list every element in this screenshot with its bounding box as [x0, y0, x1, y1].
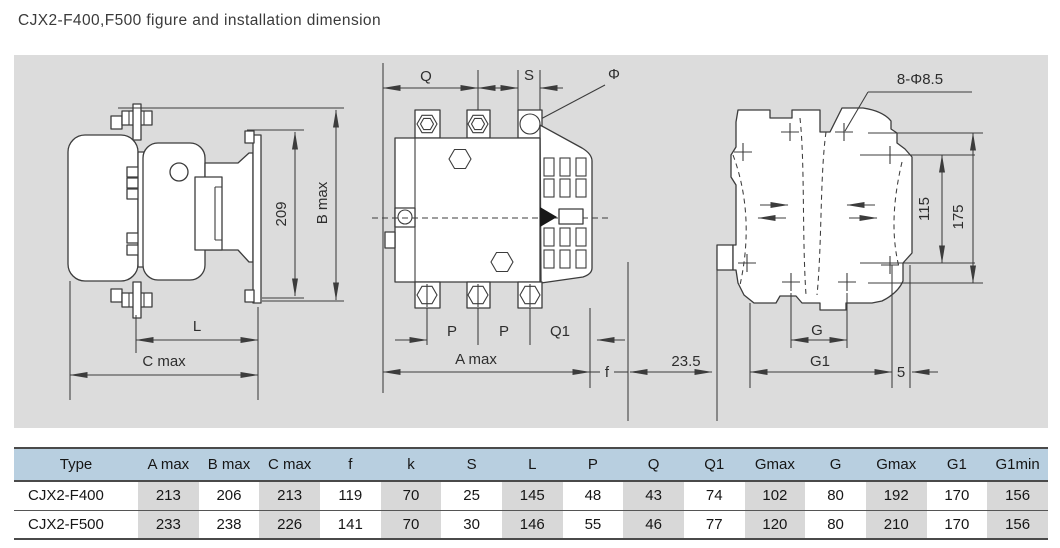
col-header-g: G: [805, 448, 866, 481]
cell-value: 238: [216, 515, 242, 533]
cell-value: 170: [944, 515, 970, 533]
cell-value: 233: [138, 510, 199, 539]
cell-value: 156: [987, 510, 1048, 539]
col-header-type: Type: [14, 448, 138, 481]
cell-value: 70: [380, 510, 442, 539]
col-header-gmax2: Gmax: [865, 448, 927, 481]
col-header-cmax: C max: [259, 448, 320, 481]
dim-label-f: f: [605, 364, 610, 381]
cell-value: 55: [584, 515, 602, 533]
dim-label-p2: P: [499, 323, 509, 340]
dim-label-phi: Φ: [608, 66, 620, 83]
col-header-k: k: [380, 448, 442, 481]
dim-label-209: 209: [273, 201, 290, 226]
technical-drawing: 209 B max L C max Q S Φ: [67, 63, 983, 421]
col-header-g1min: G1min: [987, 448, 1048, 481]
cell-type: CJX2-F400: [28, 487, 104, 505]
dimension-table: Type A max B max C max f k S L P Q Q1 Gm…: [14, 447, 1048, 540]
dim-label-a-max: A max: [455, 351, 497, 368]
cell-value: 141: [337, 515, 363, 533]
cell-value: 25: [463, 487, 480, 505]
cell-value: 119: [338, 487, 363, 505]
cell-value: 226: [259, 510, 320, 539]
cell-value: 74: [705, 487, 723, 505]
dim-label-g1: G1: [810, 353, 830, 370]
cell-value: 210: [865, 510, 927, 539]
cell-value: 30: [463, 515, 480, 533]
cell-value: 156: [987, 481, 1048, 510]
dim-label-g: G: [811, 322, 823, 339]
col-header-amax: A max: [138, 448, 199, 481]
page-title: CJX2-F400,F500 figure and installation d…: [18, 12, 381, 29]
cell-value: 213: [138, 481, 199, 510]
cell-value: 192: [865, 481, 927, 510]
dim-label-c-max: C max: [142, 353, 186, 370]
dim-label-23-5: 23.5: [671, 353, 700, 370]
cell-value: 43: [623, 481, 684, 510]
dim-label-b-max: B max: [314, 181, 331, 224]
dim-label-115: 115: [916, 197, 933, 221]
table-row: CJX2-F500 233 238 226 141 70 30 146 55 4…: [14, 510, 1048, 539]
cell-value: 70: [380, 481, 442, 510]
col-header-q: Q: [623, 448, 684, 481]
col-header-g1: G1: [926, 448, 988, 481]
table-row: CJX2-F400 213 206 213 119 70 25 145 48 4…: [14, 481, 1048, 510]
cell-value: 120: [744, 510, 806, 539]
dim-label-5: 5: [897, 364, 905, 381]
dim-label-l: L: [193, 318, 201, 335]
dim-label-175: 175: [950, 204, 967, 229]
cell-value: 206: [216, 487, 242, 505]
col-header-bmax: B max: [198, 448, 260, 481]
cell-value: 145: [501, 481, 563, 510]
col-header-q1: Q1: [683, 448, 745, 481]
col-header-l: L: [501, 448, 563, 481]
cell-value: 77: [705, 515, 723, 533]
cell-value: 80: [827, 515, 844, 533]
dim-label-s: S: [524, 67, 534, 84]
col-header-gmax1: Gmax: [744, 448, 806, 481]
front-view: Q S Φ: [372, 63, 718, 421]
cell-value: 102: [744, 481, 806, 510]
cell-value: 170: [944, 487, 970, 505]
side-view: 209 B max L C max: [67, 103, 344, 400]
dim-label-q1: Q1: [550, 323, 570, 340]
cell-value: 80: [827, 487, 844, 505]
dim-label-holes: 8-Φ8.5: [897, 71, 943, 88]
dim-label-q: Q: [420, 68, 432, 85]
cell-value: 213: [259, 481, 320, 510]
cell-value: 48: [584, 487, 602, 505]
cell-value: 146: [501, 510, 563, 539]
col-header-s: S: [441, 448, 502, 481]
table-header-row: Type A max B max C max f k S L P Q Q1 Gm…: [14, 448, 1048, 481]
col-header-p: P: [562, 448, 624, 481]
drawing-panel: 209 B max L C max Q S Φ: [14, 55, 1048, 428]
mounting-view: 8-Φ8.5 115 175 G: [716, 71, 983, 388]
cell-type: CJX2-F500: [28, 515, 104, 533]
cell-value: 46: [623, 510, 684, 539]
col-header-f: f: [319, 448, 381, 481]
dim-label-p1: P: [447, 323, 457, 340]
